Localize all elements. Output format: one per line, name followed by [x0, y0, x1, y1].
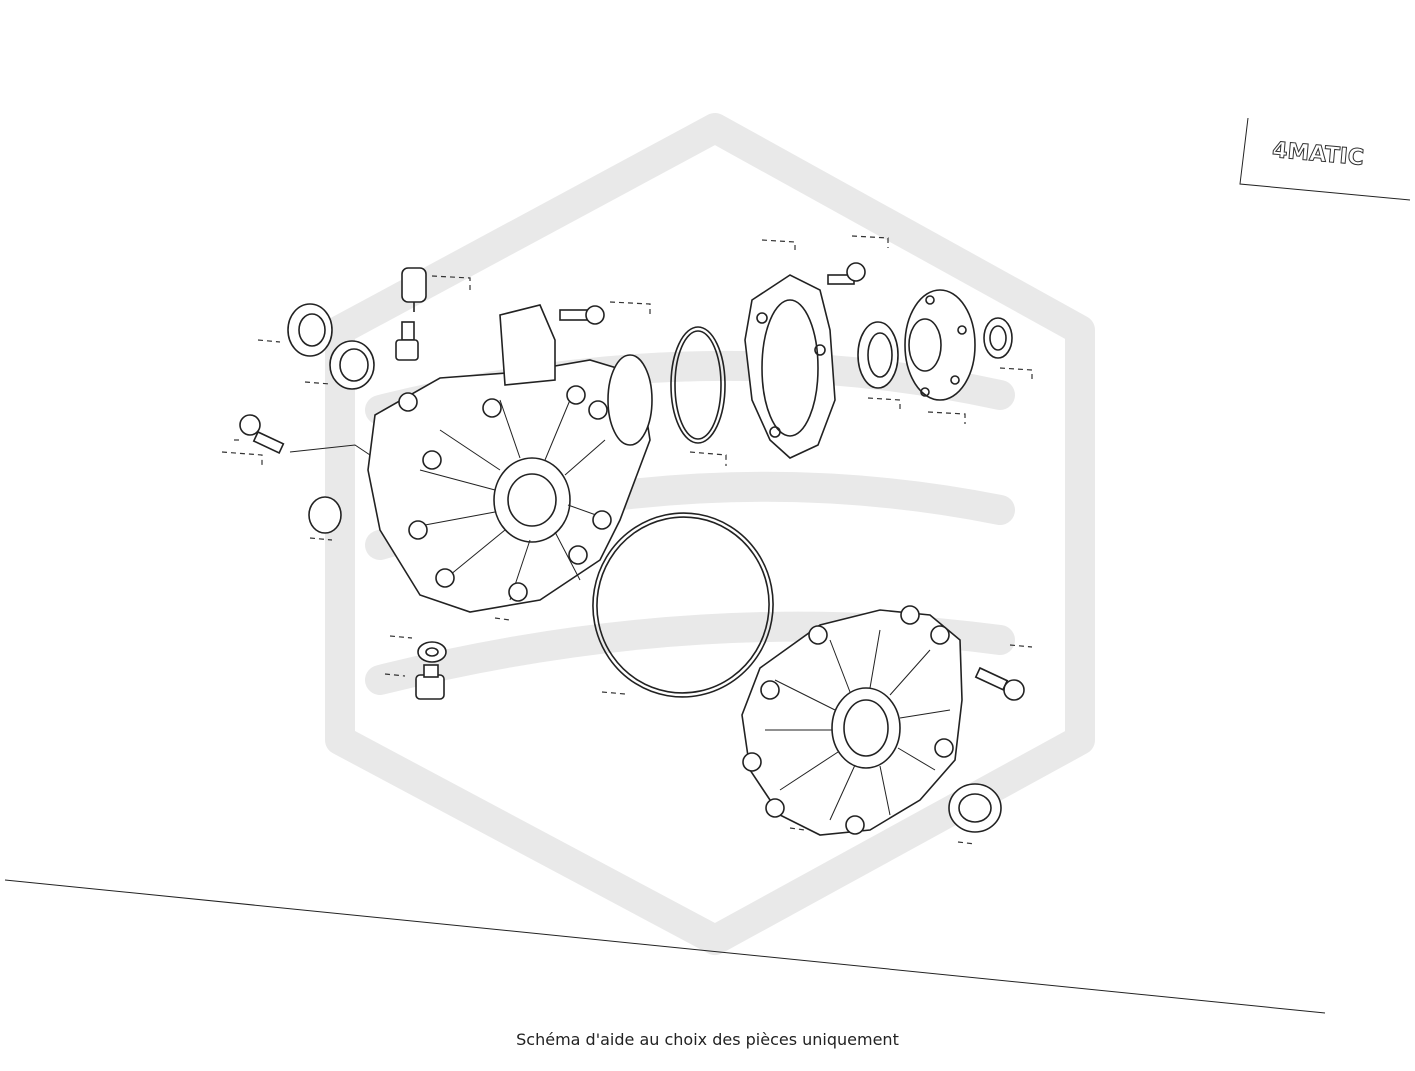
reference-marks [221, 235, 1033, 845]
o-ring-large [592, 512, 774, 698]
plug-left [308, 496, 342, 534]
bolt-left [239, 414, 371, 456]
bolt-lower-right [974, 666, 1025, 701]
baseline-line [4, 879, 1326, 1014]
washer [417, 641, 447, 663]
rear-cover [741, 605, 963, 836]
output-flange [904, 289, 976, 401]
collar-nut [983, 317, 1013, 359]
drain-plug [415, 664, 445, 700]
needle-bearing [329, 340, 375, 390]
shaft-seal [857, 321, 899, 389]
breather-cap [401, 267, 427, 312]
bolt-top [559, 305, 605, 325]
o-ring-small [670, 326, 726, 444]
diagram-caption: Schéma d'aide au choix des pièces unique… [516, 1030, 899, 1049]
differential-housing [367, 304, 653, 613]
seal-ring-lower-right [948, 783, 1002, 833]
bolt-top-right [827, 262, 866, 285]
breather-valve [395, 321, 419, 361]
4matic-logo-text: 4MATIC [1271, 138, 1365, 171]
4matic-badge: 4MATIC [1239, 117, 1411, 201]
gasket-plate [744, 274, 836, 459]
seal-ring-left [287, 303, 333, 357]
